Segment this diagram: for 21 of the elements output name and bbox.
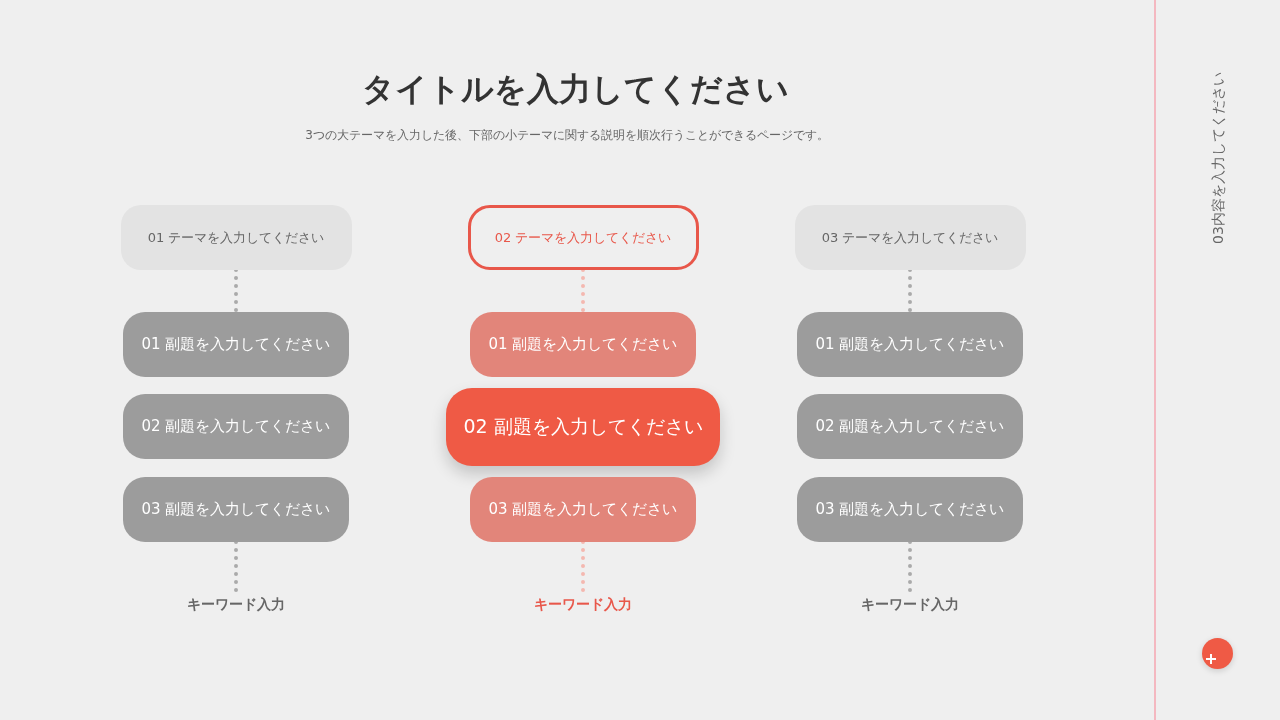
subtitle-box: 03 副題を入力してください bbox=[797, 477, 1023, 542]
subtitle-box: 02 副題を入力してください bbox=[123, 394, 349, 459]
subtitle-box: 01 副題を入力してください bbox=[123, 312, 349, 377]
subtitle-box: 01 副題を入力してください bbox=[470, 312, 696, 377]
subtitle-box: 02 副題を入力してください bbox=[797, 394, 1023, 459]
theme-box: 01 テーマを入力してください bbox=[120, 205, 352, 270]
keyword-text: キーワード入力 bbox=[528, 594, 638, 616]
dotted-connector bbox=[581, 268, 585, 314]
dotted-connector bbox=[234, 268, 238, 314]
highlight-box: 02 副題を入力してください bbox=[446, 388, 720, 466]
vertical-text: 03内容を入力してください bbox=[1209, 71, 1227, 246]
theme-box: 02 テーマを入力してください bbox=[467, 205, 699, 270]
keyword-text: キーワード入力 bbox=[855, 594, 965, 616]
theme-box: 03 テーマを入力してください bbox=[794, 205, 1026, 270]
keyword-text: キーワード入力 bbox=[181, 594, 291, 616]
subtitle-box: 03 副題を入力してください bbox=[123, 477, 349, 542]
dotted-connector bbox=[908, 268, 912, 314]
subtitle-box: 01 副題を入力してください bbox=[797, 312, 1023, 377]
subtitle-box: 03 副題を入力してください bbox=[470, 477, 696, 542]
title: タイトルを入力してください bbox=[360, 69, 790, 110]
subtitle: 3つの大テーマを入力した後、下部の小テーマに関する説明を順次行うことができるページです。 bbox=[304, 127, 830, 144]
